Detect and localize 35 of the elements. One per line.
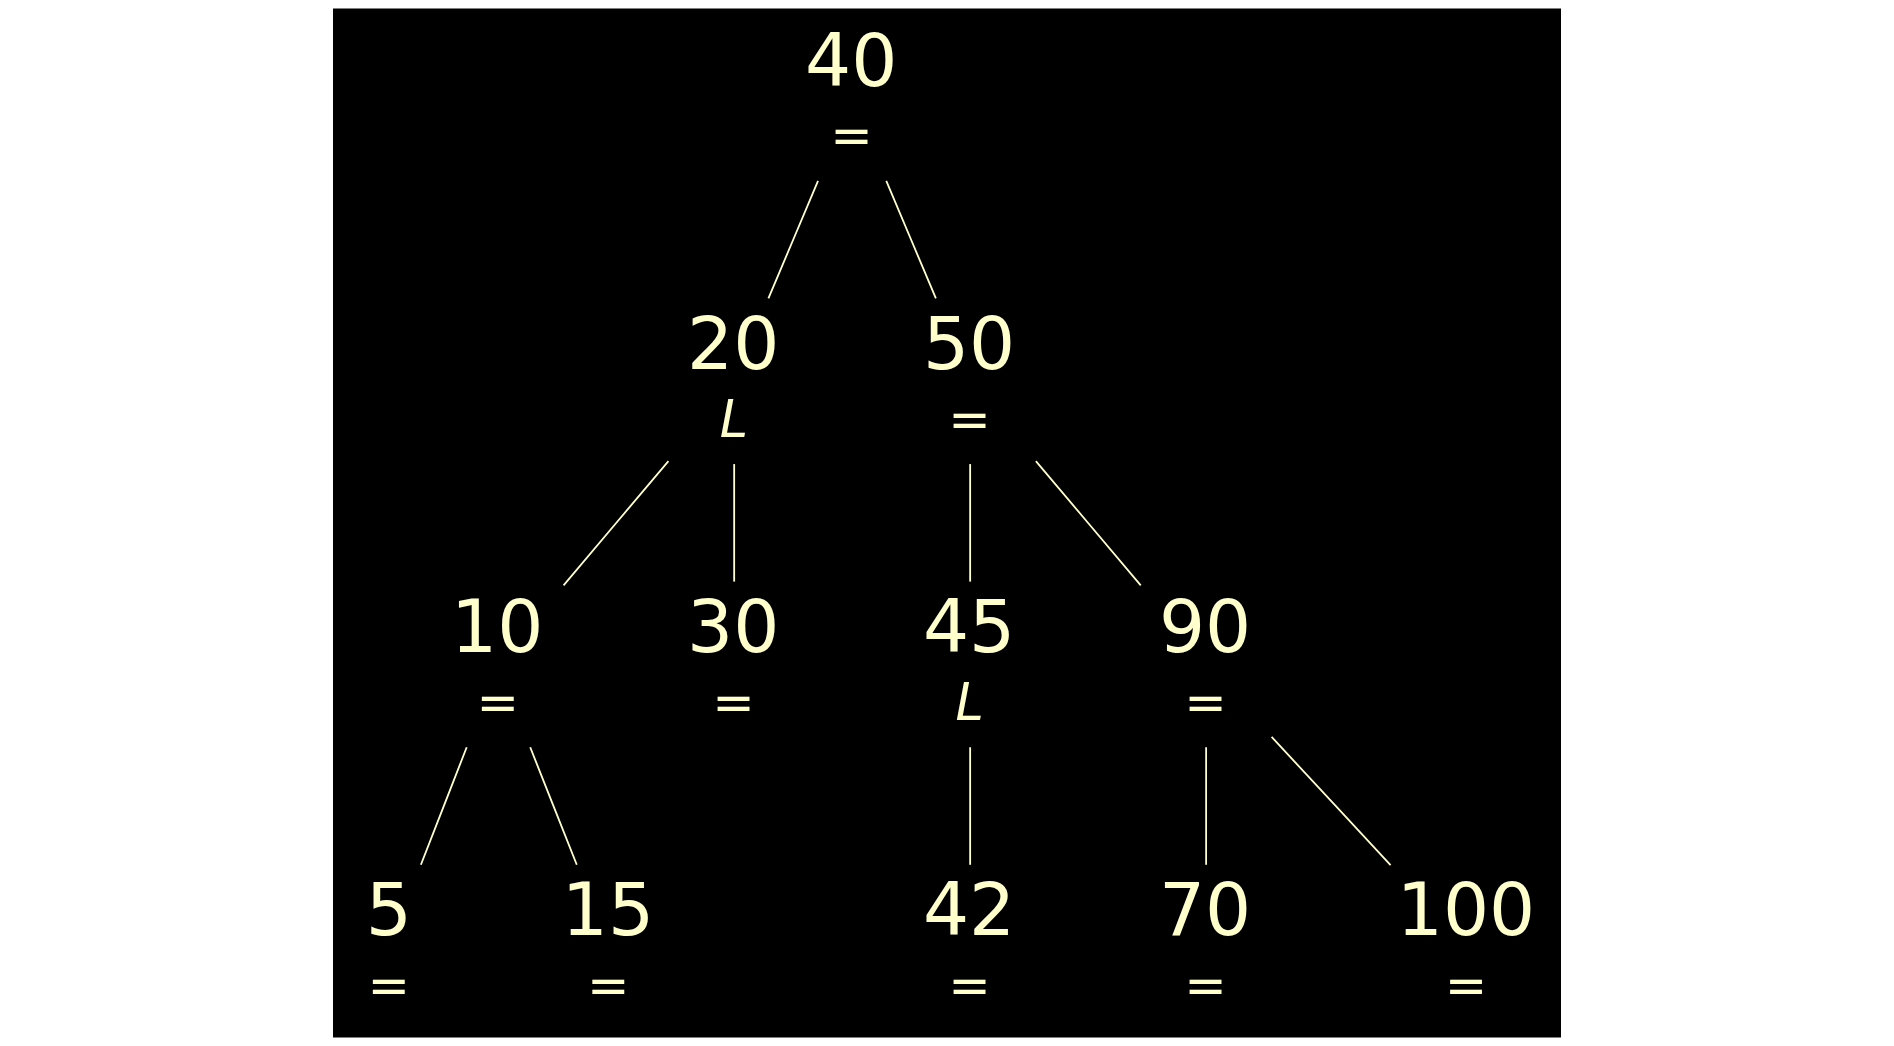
node-text: 30 <box>686 584 780 669</box>
node-text: 45 <box>922 584 1016 669</box>
connector <box>767 180 819 300</box>
node-text: 70 <box>1158 868 1252 953</box>
node-label: = <box>1184 672 1227 732</box>
node-label: = <box>1184 955 1227 1015</box>
node-text: 40 <box>804 18 898 103</box>
connector <box>1205 746 1208 866</box>
node-text: 100 <box>1396 868 1536 953</box>
node-label: L <box>719 389 748 449</box>
node-label: = <box>476 672 519 732</box>
node-label: = <box>830 106 873 166</box>
connector <box>1034 460 1142 587</box>
node-label: = <box>1444 955 1488 1015</box>
node-label: = <box>712 672 755 732</box>
node-text: 42 <box>922 868 1016 953</box>
connector <box>562 460 670 587</box>
node-text: 50 <box>922 301 1016 386</box>
connector <box>885 180 937 300</box>
node-text: 5 <box>365 868 412 953</box>
node-text: 20 <box>686 301 780 386</box>
node-text: 10 <box>450 584 544 669</box>
node-label: L <box>955 672 984 732</box>
node-label: = <box>948 955 991 1015</box>
connector <box>529 746 578 866</box>
node-text: 15 <box>561 868 655 953</box>
connector <box>733 463 736 583</box>
connector <box>419 746 468 866</box>
connector <box>1270 736 1392 866</box>
node-text: 90 <box>1158 584 1252 669</box>
node-label: = <box>367 955 411 1015</box>
node-label: = <box>587 955 630 1015</box>
connector <box>969 463 972 583</box>
connector <box>969 746 972 866</box>
node-label: = <box>948 389 991 449</box>
